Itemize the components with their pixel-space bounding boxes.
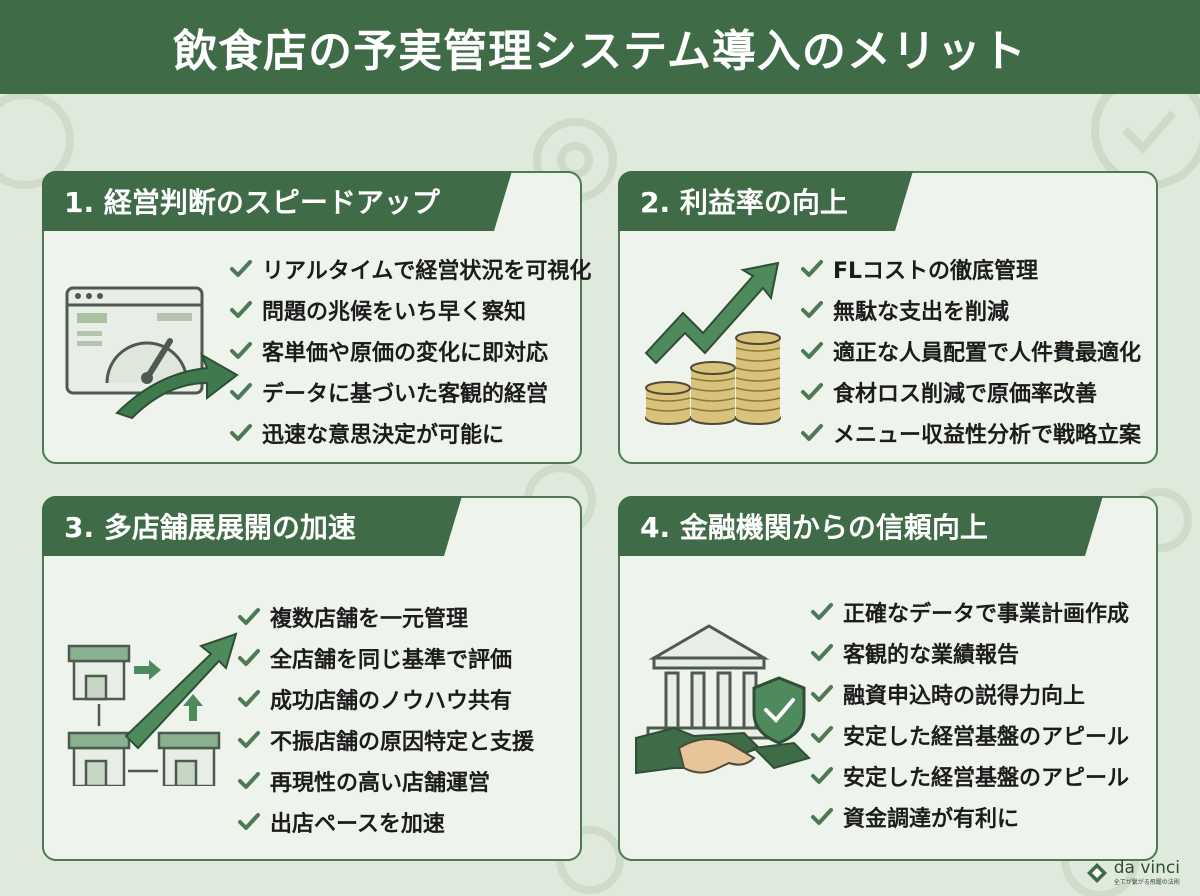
section-list: 複数店舗を一元管理 全店舗を同じ基準で評価 成功店舗のノウハウ共有 不振店舗の原… [237,596,534,842]
list-item: 食材ロス削減で原価率改善 [800,371,1141,412]
logo-name: da vinci [1113,858,1180,878]
list-item: 迅速な意思決定が可能に [229,412,591,453]
list-item: データに基づいた客観的経営 [229,371,591,412]
list-item: 無駄な支出を削減 [800,289,1141,330]
list-item-text: 成功店舗のノウハウ共有 [270,688,513,714]
check-icon [811,807,833,825]
list-item: リアルタイムで経営状況を可視化 [229,248,591,289]
growth-coins-icon [644,261,781,425]
list-item: 資金調達が有利に [810,796,1129,837]
stores-expansion-icon [67,632,238,786]
title-bar: 飲食店の予実管理システム導入のメリット [0,0,1200,94]
list-item-text: 不振店舗の原因特定と支援 [270,729,535,755]
check-icon [230,300,252,318]
list-item: 適正な人員配置で人件費最適化 [800,330,1141,371]
section-panel-trust: 4. 金融機関からの信頼向上 正確なデータで事業計画作成 客観的な業績報告 融資… [618,496,1158,861]
section-panel-profit: 2. 利益率の向上 FLコストの徹底管理 無駄な支出を削減 適正な人員配置で人件… [618,171,1158,464]
check-icon [238,771,260,789]
check-icon [801,423,823,441]
list-item-text: リアルタイムで経営状況を可視化 [262,258,592,284]
list-item-text: 客単価や原価の変化に即対応 [262,340,549,366]
logo-diamond-icon [1086,863,1107,883]
list-item-text: データに基づいた客観的経営 [262,381,549,407]
list-item: 全店舗を同じ基準で評価 [237,637,534,678]
list-item-text: 安定した経営基盤のアピール [843,724,1130,750]
check-icon [801,300,823,318]
check-icon [811,766,833,784]
section-heading: 2. 利益率の向上 [618,171,913,231]
bank-handshake-icon [635,624,811,775]
list-item: 出店ペースを加速 [237,801,534,842]
list-item: 安定した経営基盤のアピール [810,755,1129,796]
check-icon [811,643,833,661]
list-item: 再現性の高い店舗運営 [237,760,534,801]
section-heading: 3. 多店舗展展開の加速 [42,496,462,556]
list-item-text: 複数店舗を一元管理 [270,606,469,632]
list-item-text: FLコストの徹底管理 [833,258,1039,284]
list-item-text: 迅速な意思決定が可能に [262,422,505,448]
section-panel-speed: 1. 経営判断のスピードアップ リアルタイムで経営状況を可視化 問題の兆候をいち… [42,171,591,464]
list-item-text: 正確なデータで事業計画作成 [843,601,1130,627]
list-item: 客観的な業績報告 [810,632,1129,673]
list-item: 融資申込時の説得力向上 [810,673,1129,714]
list-item: 成功店舗のノウハウ共有 [237,678,534,719]
check-icon [811,684,833,702]
page-title: 飲食店の予実管理システム導入のメリット [173,26,1027,77]
section-list: FLコストの徹底管理 無駄な支出を削減 適正な人員配置で人件費最適化 食材ロス削… [800,248,1141,453]
list-item-text: 全店舗を同じ基準で評価 [270,647,513,673]
list-item: 安定した経営基盤のアピール [810,714,1129,755]
list-item-text: メニュー収益性分析で戦略立案 [833,422,1142,448]
check-icon [811,602,833,620]
dashboard-speed-icon [65,286,239,420]
list-item: メニュー収益性分析で戦略立案 [800,412,1141,453]
check-icon [230,423,252,441]
check-icon [801,382,823,400]
list-item: 問題の兆候をいち早く察知 [229,289,591,330]
section-list: リアルタイムで経営状況を可視化 問題の兆候をいち早く察知 客単価や原価の変化に即… [229,248,591,453]
list-item: 客単価や原価の変化に即対応 [229,330,591,371]
check-icon [238,689,260,707]
list-item-text: 再現性の高い店舗運営 [270,770,491,796]
logo-tagline: 全てが繋がる飛躍の法則 [1113,879,1180,886]
check-icon [230,341,252,359]
check-icon [230,382,252,400]
section-panel-expansion: 3. 多店舗展展開の加速 複数店舗を一元管理 全店舗を同じ基準で評価 成功店舗の… [42,496,582,861]
check-icon [801,341,823,359]
check-icon [238,648,260,666]
list-item-text: 安定した経営基盤のアピール [843,765,1130,791]
list-item-text: 融資申込時の説得力向上 [843,683,1086,709]
list-item-text: 食材ロス削減で原価率改善 [833,381,1098,407]
list-item-text: 客観的な業績報告 [843,642,1020,668]
list-item-text: 無駄な支出を削減 [833,299,1010,325]
list-item: 正確なデータで事業計画作成 [810,591,1129,632]
brand-logo: da vinci 全てが繋がる飛躍の法則 [1085,860,1180,886]
check-icon [811,725,833,743]
check-icon [238,812,260,830]
check-icon [801,259,823,277]
list-item: 不振店舗の原因特定と支援 [237,719,534,760]
list-item-text: 適正な人員配置で人件費最適化 [833,340,1142,366]
check-icon [238,730,260,748]
section-heading: 4. 金融機関からの信頼向上 [618,496,1103,556]
check-icon [238,607,260,625]
list-item-text: 出店ペースを加速 [270,811,445,837]
list-item-text: 資金調達が有利に [843,806,1020,832]
list-item-text: 問題の兆候をいち早く察知 [262,299,527,325]
section-list: 正確なデータで事業計画作成 客観的な業績報告 融資申込時の説得力向上 安定した経… [810,591,1129,837]
list-item: 複数店舗を一元管理 [237,596,534,637]
list-item: FLコストの徹底管理 [800,248,1141,289]
check-icon [230,259,252,277]
section-heading: 1. 経営判断のスピードアップ [42,171,512,231]
